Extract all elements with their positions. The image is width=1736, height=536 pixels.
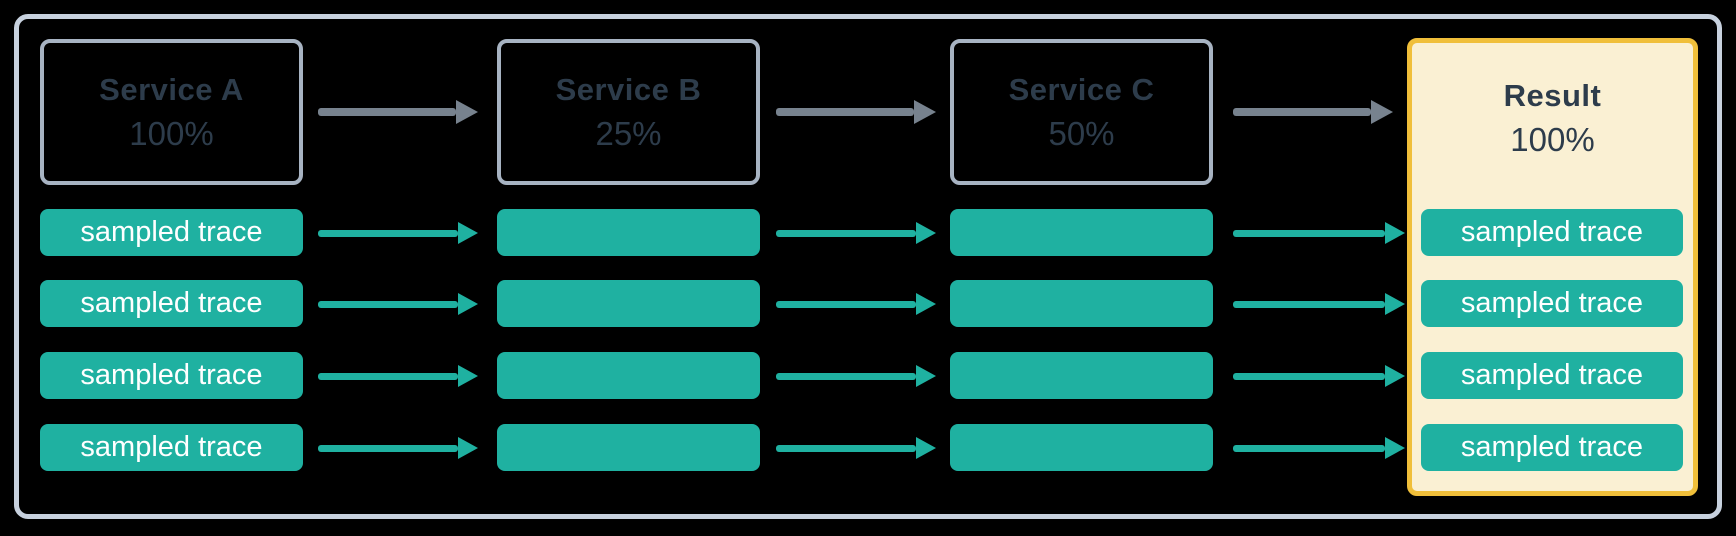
arrow-shaft [776, 229, 916, 237]
arrow-shaft [776, 444, 916, 452]
trace-arrow-a-b-1 [318, 221, 478, 245]
arrow-shaft [1233, 372, 1385, 380]
service-c-title: Service C [1008, 71, 1155, 107]
trace-box-c-3 [950, 352, 1213, 399]
trace-box-b-3 [497, 352, 760, 399]
result-rate: 100% [1510, 120, 1595, 158]
service-b-box: Service B 25% [497, 39, 760, 185]
trace-arrow-b-c-1 [776, 221, 936, 245]
trace-box-result-4: sampled trace [1421, 424, 1683, 471]
trace-arrow-a-b-3 [318, 364, 478, 388]
trace-arrow-c-result-1 [1233, 221, 1405, 245]
arrow-shaft [1233, 108, 1371, 116]
service-b-rate: 25% [595, 114, 662, 152]
arrow-shaft [1233, 300, 1385, 308]
header-arrow-a-to-b [318, 100, 478, 124]
arrow-head-icon [916, 222, 936, 244]
service-a-rate: 100% [129, 114, 214, 152]
trace-box-result-3: sampled trace [1421, 352, 1683, 399]
trace-arrow-c-result-4 [1233, 436, 1405, 460]
trace-arrow-b-c-3 [776, 364, 936, 388]
trace-box-c-4 [950, 424, 1213, 471]
header-arrow-b-to-c [776, 100, 936, 124]
trace-box-c-2 [950, 280, 1213, 327]
arrow-head-icon [916, 293, 936, 315]
arrow-shaft [1233, 229, 1385, 237]
result-title: Result [1503, 77, 1602, 113]
arrow-head-icon [458, 222, 478, 244]
arrow-head-icon [456, 100, 478, 124]
trace-box-a-1: sampled trace [40, 209, 303, 256]
arrow-head-icon [458, 437, 478, 459]
arrow-shaft [776, 300, 916, 308]
arrow-shaft [318, 108, 456, 116]
arrow-shaft [318, 229, 458, 237]
arrow-shaft [318, 300, 458, 308]
arrow-head-icon [1385, 437, 1405, 459]
trace-arrow-b-c-4 [776, 436, 936, 460]
arrow-shaft [318, 444, 458, 452]
service-a-title: Service A [99, 71, 244, 107]
service-a-box: Service A 100% [40, 39, 303, 185]
trace-box-a-3: sampled trace [40, 352, 303, 399]
arrow-shaft [776, 108, 914, 116]
arrow-shaft [318, 372, 458, 380]
header-arrow-c-to-result [1233, 100, 1393, 124]
service-b-title: Service B [555, 71, 702, 107]
trace-arrow-b-c-2 [776, 292, 936, 316]
trace-arrow-a-b-4 [318, 436, 478, 460]
trace-box-result-2: sampled trace [1421, 280, 1683, 327]
trace-box-a-4: sampled trace [40, 424, 303, 471]
trace-box-b-2 [497, 280, 760, 327]
diagram-outer-panel [14, 14, 1722, 519]
arrow-head-icon [1385, 365, 1405, 387]
arrow-head-icon [916, 365, 936, 387]
arrow-head-icon [1385, 222, 1405, 244]
result-header: Result 100% [1412, 43, 1693, 193]
trace-box-result-1: sampled trace [1421, 209, 1683, 256]
service-c-rate: 50% [1048, 114, 1115, 152]
arrow-head-icon [916, 437, 936, 459]
trace-box-b-4 [497, 424, 760, 471]
arrow-head-icon [1385, 293, 1405, 315]
arrow-shaft [776, 372, 916, 380]
arrow-head-icon [1371, 100, 1393, 124]
result-box: Result 100% [1407, 38, 1698, 496]
trace-box-a-2: sampled trace [40, 280, 303, 327]
trace-arrow-c-result-3 [1233, 364, 1405, 388]
arrow-head-icon [458, 293, 478, 315]
arrow-shaft [1233, 444, 1385, 452]
arrow-head-icon [914, 100, 936, 124]
arrow-head-icon [458, 365, 478, 387]
service-c-box: Service C 50% [950, 39, 1213, 185]
trace-box-b-1 [497, 209, 760, 256]
trace-arrow-c-result-2 [1233, 292, 1405, 316]
trace-box-c-1 [950, 209, 1213, 256]
trace-arrow-a-b-2 [318, 292, 478, 316]
